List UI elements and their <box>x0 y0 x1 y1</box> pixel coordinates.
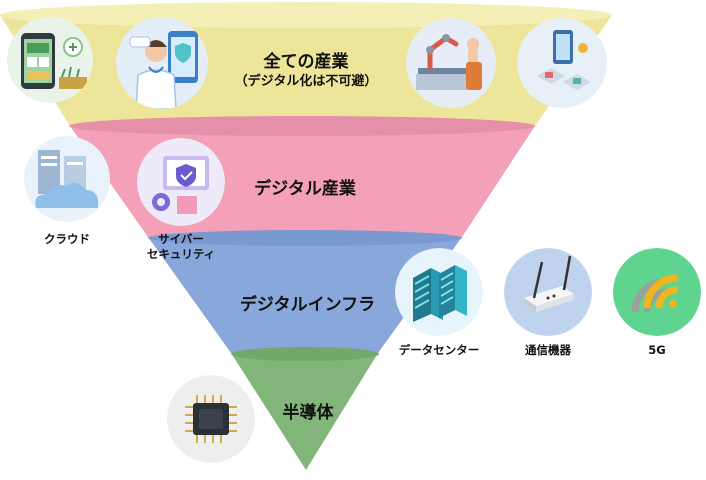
agriculture-icon <box>7 17 93 103</box>
blue-top-ellipse <box>148 230 462 246</box>
router-icon <box>504 248 592 336</box>
layer-title-semiconductor: 半導体 <box>282 403 334 423</box>
cloud-server-icon <box>24 136 110 222</box>
datacenter-label: データセンター <box>398 343 480 357</box>
smart-home-icon <box>517 18 607 108</box>
datacenter-icon <box>395 248 483 336</box>
5g-signal-icon <box>613 248 701 336</box>
security-label-line1: サイバー <box>158 232 204 246</box>
cloud-label: クラウド <box>44 232 90 246</box>
layer-digital-infra <box>148 237 462 353</box>
funnel-top-ellipse <box>0 2 612 28</box>
doctor-icon <box>116 17 208 109</box>
layer-title-digital-industry: デジタル産業 <box>254 179 356 199</box>
5g-label: 5G <box>648 343 666 357</box>
router-label: 通信機器 <box>525 343 571 357</box>
pink-top-ellipse <box>69 116 535 136</box>
semiconductor-chip-icon <box>167 375 255 463</box>
factory-robot-icon <box>406 18 496 108</box>
security-label-line2: セキュリティ <box>146 247 216 261</box>
cyber-security-icon <box>137 138 225 226</box>
green-top-ellipse <box>231 347 379 361</box>
layer-title-all: 全ての産業 <box>263 52 349 72</box>
layer-subtitle-all: （デジタル化は不可避） <box>234 74 378 89</box>
layer-semiconductor <box>231 353 378 470</box>
layer-title-digital-infra: デジタルインフラ <box>239 295 376 315</box>
